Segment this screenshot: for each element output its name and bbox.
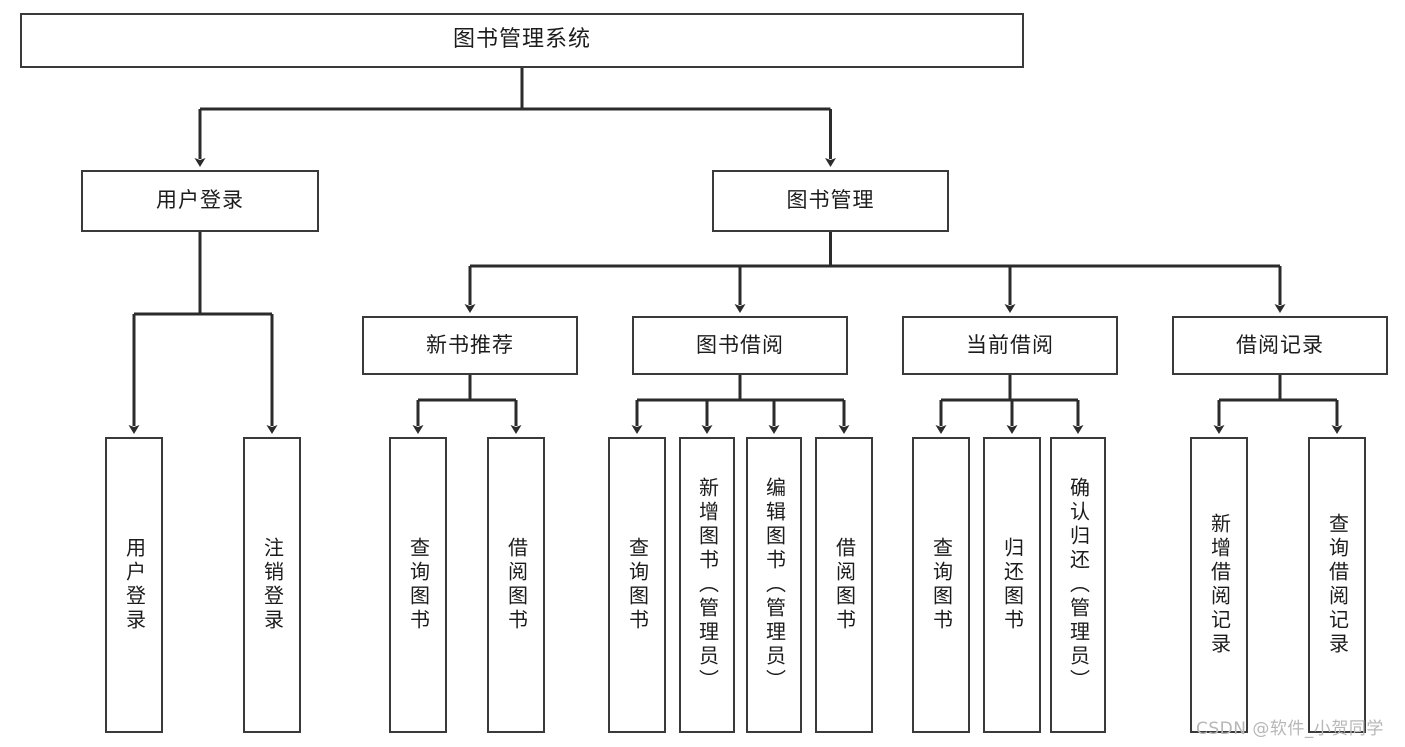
node-label: 注销登录 bbox=[260, 537, 285, 633]
leaf-add-book[interactable]: 新增图书（管理员） bbox=[679, 437, 735, 733]
leaf-user-login[interactable]: 用户登录 bbox=[105, 437, 163, 733]
leaf-borrow-book-1[interactable]: 借阅图书 bbox=[487, 437, 545, 733]
node-label: 编辑图书（管理员） bbox=[762, 477, 787, 693]
leaf-add-borrow-record[interactable]: 新增借阅记录 bbox=[1190, 437, 1248, 733]
node-current-borrow[interactable]: 当前借阅 bbox=[902, 316, 1118, 375]
node-label: 图书管理 bbox=[786, 188, 875, 213]
node-label: 借阅图书 bbox=[504, 537, 529, 633]
node-label: 查询借阅记录 bbox=[1325, 513, 1350, 657]
leaf-return-book[interactable]: 归还图书 bbox=[983, 437, 1041, 733]
node-label: 新增图书（管理员） bbox=[695, 477, 720, 693]
node-new-book-recommend[interactable]: 新书推荐 bbox=[362, 316, 578, 375]
node-label: 新书推荐 bbox=[426, 332, 514, 357]
watermark: CSDN @软件_小贺同学 bbox=[1196, 719, 1384, 739]
leaf-logout[interactable]: 注销登录 bbox=[243, 437, 301, 733]
leaf-query-borrow-record[interactable]: 查询借阅记录 bbox=[1308, 437, 1366, 733]
node-user-login[interactable]: 用户登录 bbox=[81, 170, 319, 232]
node-label: 查询图书 bbox=[625, 537, 650, 633]
leaf-query-book-2[interactable]: 查询图书 bbox=[608, 437, 666, 733]
node-label: 查询图书 bbox=[929, 537, 954, 633]
leaf-query-book-1[interactable]: 查询图书 bbox=[389, 437, 447, 733]
node-label: 确认归还（管理员） bbox=[1066, 477, 1091, 693]
node-label: 图书借阅 bbox=[696, 332, 784, 357]
node-label: 归还图书 bbox=[1000, 537, 1025, 633]
node-label: 查询图书 bbox=[406, 537, 431, 633]
node-label: 图书管理系统 bbox=[452, 27, 591, 53]
node-label: 用户登录 bbox=[156, 188, 244, 213]
leaf-query-book-3[interactable]: 查询图书 bbox=[912, 437, 970, 733]
node-book-borrow[interactable]: 图书借阅 bbox=[632, 316, 848, 375]
leaf-edit-book[interactable]: 编辑图书（管理员） bbox=[746, 437, 802, 733]
node-label: 用户登录 bbox=[122, 537, 147, 633]
node-book-manage[interactable]: 图书管理 bbox=[712, 170, 949, 232]
leaf-borrow-book-2[interactable]: 借阅图书 bbox=[815, 437, 873, 733]
node-borrow-record[interactable]: 借阅记录 bbox=[1172, 316, 1388, 375]
node-label: 当前借阅 bbox=[966, 332, 1054, 357]
node-root[interactable]: 图书管理系统 bbox=[20, 13, 1024, 68]
node-label: 新增借阅记录 bbox=[1207, 513, 1232, 657]
node-label: 借阅图书 bbox=[832, 537, 857, 633]
leaf-confirm-return[interactable]: 确认归还（管理员） bbox=[1050, 437, 1106, 733]
node-label: 借阅记录 bbox=[1236, 332, 1324, 357]
